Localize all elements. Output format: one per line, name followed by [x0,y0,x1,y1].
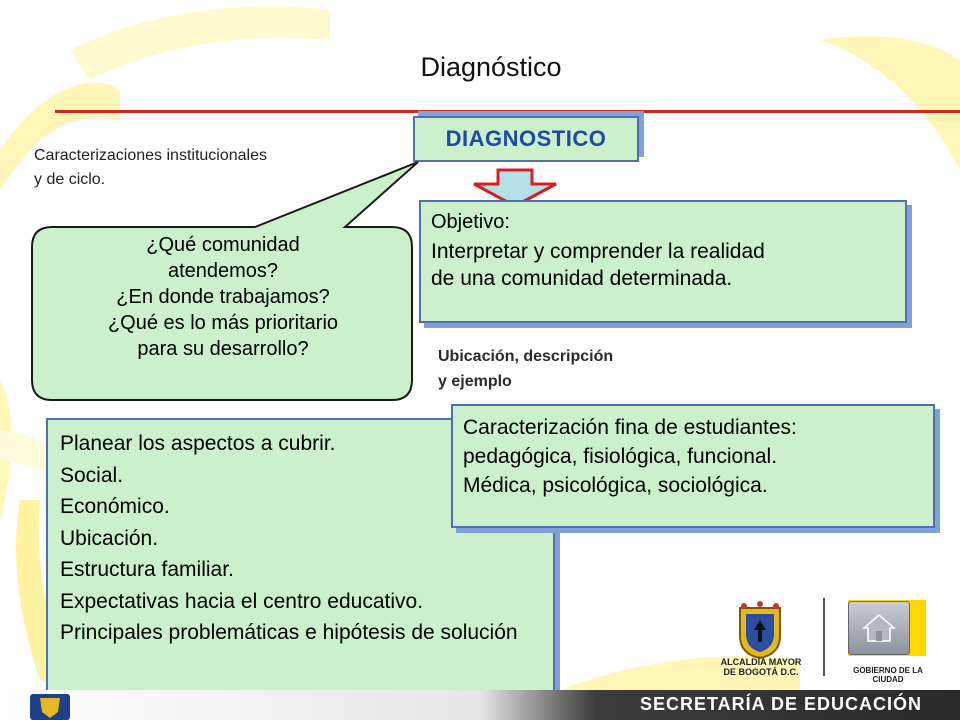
plan-item: Estructura familiar. [60,558,234,581]
speech-line: ¿Qué es lo más prioritario [107,312,339,334]
home-button[interactable] [848,601,910,655]
footer-bar [0,690,960,720]
speech-bubble-text: ¿Qué comunidad atendemos? ¿En donde trab… [34,232,412,362]
objective-body: Interpretar y comprender la realidad de … [431,238,895,292]
plan-item: Económico. [60,495,170,518]
ubicacion-label: Ubicación, descripción y ejemplo [438,344,718,394]
plan-item: Principales problemáticas e hipótesis de… [60,621,518,644]
speech-line: ¿Qué comunidad [146,234,300,256]
footer-title: SECRETARÍA DE EDUCACIÓN [639,694,922,714]
speech-line: ¿En donde trabajamos? [116,286,330,308]
objective-card: Objetivo: Interpretar y comprender la re… [419,200,907,323]
logo-divider [823,598,825,676]
gobierno-text: GOBIERNO DE LA CIUDAD [853,666,923,684]
plan-item: Planear los aspectos a cubrir. [60,432,336,455]
bogota-crest-icon [739,601,781,660]
ubicacion-line1: Ubicación, descripción [438,348,614,365]
caracterizacion-card: Caracterización fina de estudiantes: ped… [451,404,935,528]
alcaldia-line2: DE BOGOTÁ D.C. [723,667,799,677]
side-label-line2: y de ciclo. [34,171,106,188]
speech-line: atendemos? [167,260,279,282]
alcaldia-line1: ALCALDÍA MAYOR [720,657,802,667]
objective-heading: Objetivo: [431,211,510,233]
ubicacion-line2: y ejemplo [438,373,512,390]
plan-card: Planear los aspectos a cubrir. Social. E… [46,418,555,698]
objective-line2: de una comunidad determinada. [431,267,733,290]
home-icon [862,614,896,642]
title-divider [55,110,960,113]
side-label: Caracterizaciones institucionales y de c… [34,144,384,192]
side-label-line1: Caracterizaciones institucionales [34,147,267,164]
caracterizacion-line: Caracterización fina de estudiantes: [463,416,797,439]
objective-line1: Interpretar y comprender la realidad [431,240,765,263]
diagnostico-header-box: DIAGNOSTICO [413,116,639,162]
speech-line: para su desarrollo? [137,338,309,360]
footer-shield-icon [30,694,70,720]
plan-item: Expectativas hacia el centro educativo. [60,589,424,613]
alcaldia-text: ALCALDÍA MAYOR DE BOGOTÁ D.C. [704,657,818,677]
caracterizacion-line: Médica, psicológica, sociológica. [463,474,768,497]
page-title: Diagnóstico [420,52,562,82]
caracterizacion-line: pedagógica, fisiológica, funcional. [463,445,778,468]
plan-item: Social. [60,463,124,487]
plan-item: Ubicación. [60,526,159,550]
down-arrow-icon [473,168,557,208]
